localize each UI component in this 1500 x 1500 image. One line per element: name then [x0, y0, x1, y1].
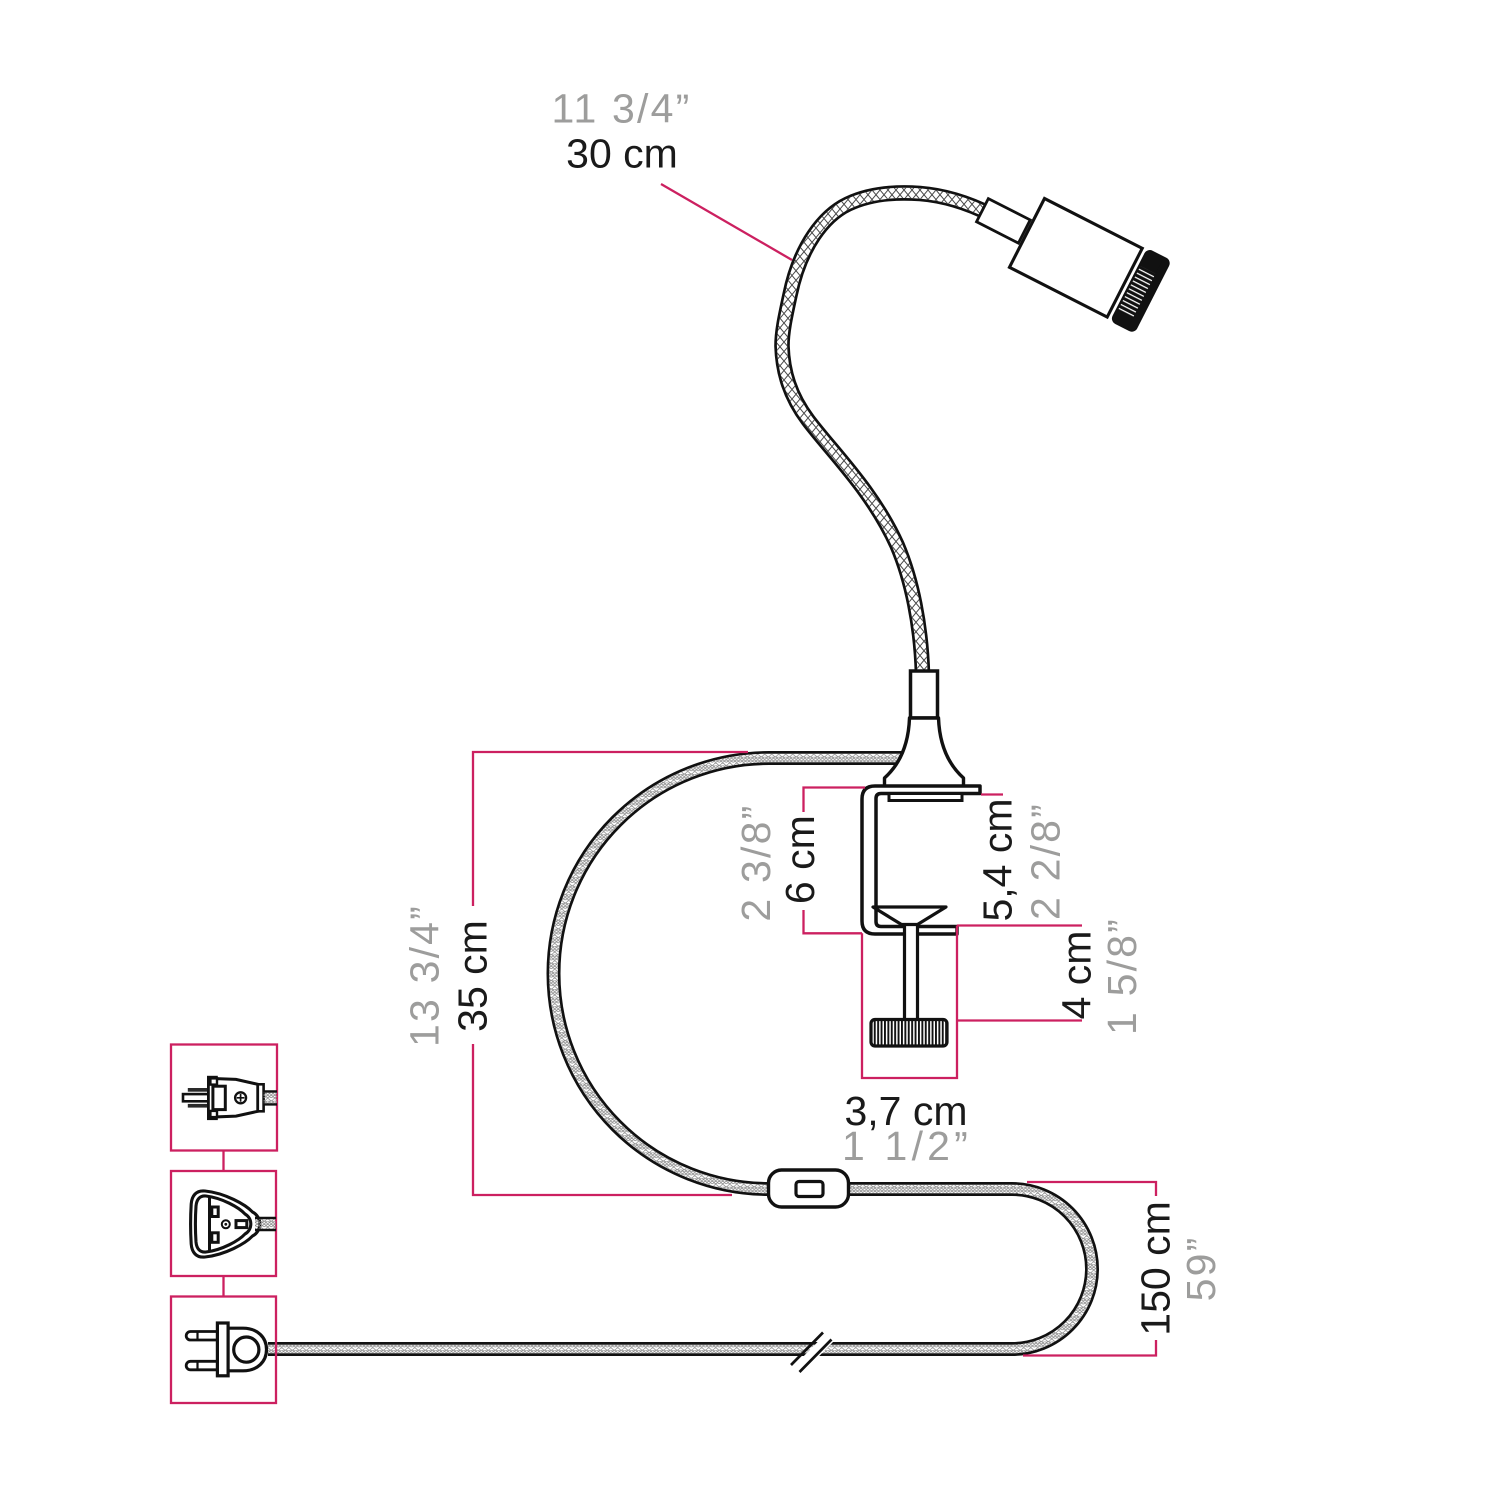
svg-text:1 5/8”: 1 5/8” [1099, 917, 1145, 1035]
svg-text:150 cm: 150 cm [1133, 1201, 1179, 1335]
svg-text:2 3/8”: 2 3/8” [733, 804, 779, 922]
svg-text:6 cm: 6 cm [777, 815, 823, 904]
svg-text:1 1/2”: 1 1/2” [842, 1123, 972, 1169]
svg-text:11 3/4”: 11 3/4” [551, 86, 691, 132]
svg-text:30 cm: 30 cm [566, 131, 678, 177]
svg-text:35 cm: 35 cm [449, 920, 495, 1032]
svg-text:5,4 cm: 5,4 cm [975, 798, 1021, 921]
svg-text:13 3/4”: 13 3/4” [402, 904, 448, 1047]
svg-text:3,7 cm: 3,7 cm [844, 1088, 967, 1134]
svg-text:59”: 59” [1178, 1236, 1224, 1302]
svg-text:4 cm: 4 cm [1054, 931, 1100, 1020]
svg-text:2 2/8”: 2 2/8” [1023, 802, 1069, 920]
